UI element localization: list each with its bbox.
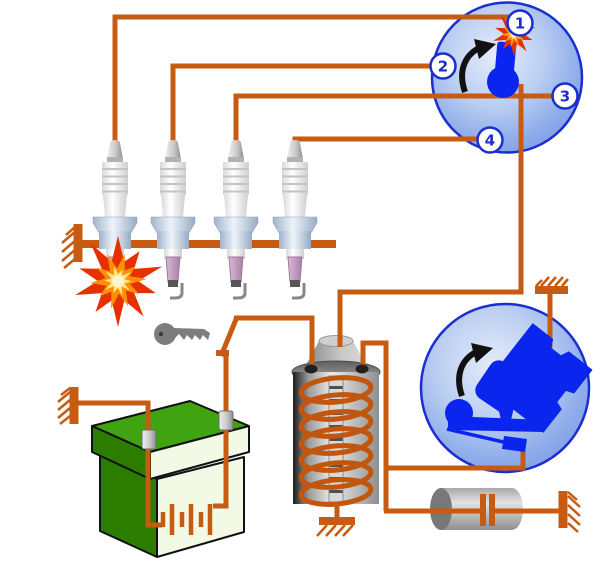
wire-coil-to-condenser xyxy=(360,340,389,511)
key-head xyxy=(154,323,176,345)
terminal-3-badge xyxy=(551,82,579,110)
battery-cell-symbol xyxy=(145,427,229,535)
key-blade xyxy=(174,328,210,340)
terminal-1-label: 1 xyxy=(515,15,525,33)
terminal-3: 3 xyxy=(551,82,579,110)
distributor-terminals: 1 2 3 4 xyxy=(429,9,579,154)
coil-cone xyxy=(305,341,367,367)
wire-distributor-to-coil-hv xyxy=(337,84,524,347)
ground-symbol-coil xyxy=(316,504,355,537)
terminal-4-label: 4 xyxy=(485,132,495,150)
ground-symbol-battery xyxy=(57,387,79,425)
wire-plug3-to-terminal3 xyxy=(233,93,554,147)
ground-symbol-plugs xyxy=(61,224,83,269)
terminal-2-label: 2 xyxy=(438,58,448,76)
rotor-hub xyxy=(487,66,519,98)
rotation-arrow-breaker-icon xyxy=(456,343,493,397)
wiring xyxy=(57,14,581,537)
wire-junction-to-breaker xyxy=(386,446,526,471)
coil-terminal-right xyxy=(355,364,369,374)
terminal-1: 1 xyxy=(506,9,534,37)
rotation-arrow-distributor-icon xyxy=(459,39,496,93)
ignition-coil xyxy=(291,335,381,507)
battery xyxy=(91,400,250,558)
coil-cone-top xyxy=(318,335,354,347)
breaker-spring-blade xyxy=(446,427,513,446)
coil-terminal-left xyxy=(304,364,318,374)
ignition-switch-lever xyxy=(218,316,240,357)
terminal-4-badge xyxy=(476,126,504,154)
capacitor-symbol xyxy=(480,494,495,526)
key-hole xyxy=(158,331,164,337)
breaker-moving-contact xyxy=(502,436,527,452)
ignition-key-icon xyxy=(154,323,210,345)
terminal-2: 2 xyxy=(429,52,457,80)
wire-switch-to-coil xyxy=(234,315,315,367)
coil-winding xyxy=(298,375,374,507)
contact-breaker-mechanism xyxy=(445,323,593,452)
breaker-cam xyxy=(475,360,529,414)
terminal-2-badge xyxy=(429,52,457,80)
cam-follower xyxy=(497,403,515,420)
breaker-arm xyxy=(448,416,544,432)
ground-symbol-condenser xyxy=(558,491,581,533)
battery-terminal-positive xyxy=(218,410,234,431)
wire-plug1-to-terminal1 xyxy=(112,14,509,147)
battery-terminal-negative xyxy=(141,429,157,450)
terminal-1-badge xyxy=(506,9,534,37)
battery-box-front xyxy=(156,456,245,558)
wire-plug2-to-terminal2 xyxy=(170,63,432,147)
distributor-rotor xyxy=(487,41,519,98)
terminal-3-label: 3 xyxy=(560,88,570,106)
terminal-4: 4 xyxy=(476,126,504,154)
